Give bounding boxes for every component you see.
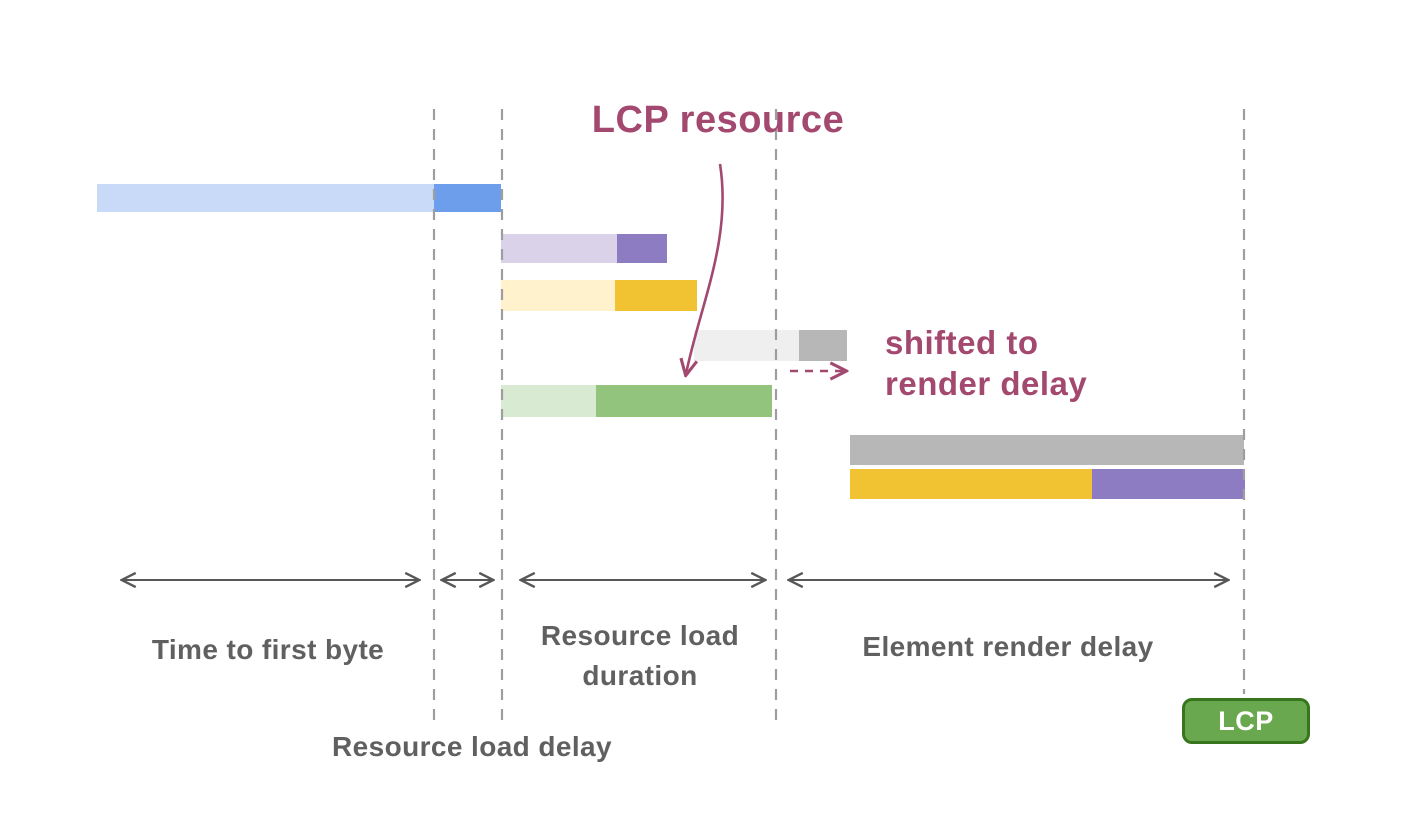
resource-shifted-gray-bar-pending (694, 330, 799, 361)
shifted-annotation-line1: shifted to (885, 324, 1039, 361)
label-element-render-delay: Element render delay (862, 631, 1154, 662)
lcp-resource-bar-pending (501, 385, 596, 417)
lcp-badge: LCP (1182, 698, 1310, 744)
shifted-annotation-line2: render delay (885, 365, 1088, 402)
lcp-resource-bar-active (596, 385, 772, 417)
label-resource-load-delay: Resource load delay (332, 731, 612, 762)
render-task-bar-yellow (850, 469, 1092, 499)
resource-yellow-bar-active (615, 280, 697, 311)
lcp-resource-annotation: LCP resource (591, 99, 845, 141)
resource-purple-bar-active (617, 234, 667, 263)
label-resource-load-duration-line1: Resource load (540, 620, 740, 651)
resource-shifted-gray-bar-active (799, 330, 847, 361)
shifted-to-render-delay-annotation: shifted to render delay (885, 322, 1087, 404)
resource-purple-bar-pending (501, 234, 617, 263)
render-task-bar-purple (1092, 469, 1245, 499)
label-time-to-first-byte: Time to first byte (151, 634, 385, 665)
render-gray-bar-full (850, 435, 1244, 465)
document-request-bar-active (434, 184, 501, 212)
label-resource-load-duration: Resource load duration (541, 616, 739, 696)
document-request-bar-pending (97, 184, 434, 212)
label-resource-load-duration-line2: duration (582, 660, 698, 691)
resource-yellow-bar-pending (501, 280, 615, 311)
